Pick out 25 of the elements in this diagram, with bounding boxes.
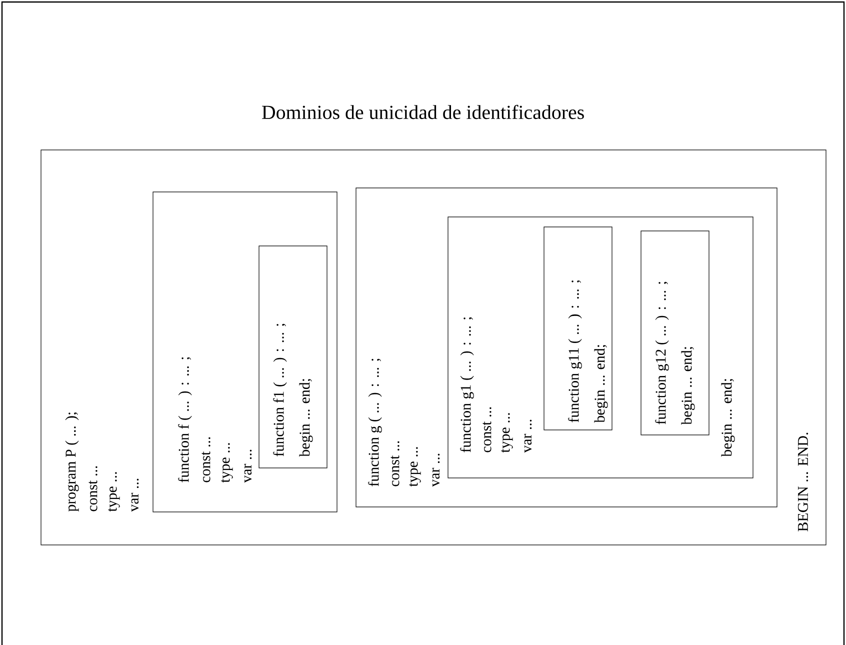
code-line: function f1 ( ... ) : ... ; <box>273 324 287 456</box>
code-line: begin ... end; <box>594 345 608 423</box>
code-line: begin ... end; <box>299 379 313 457</box>
title: Dominios de unicidad de identificadores <box>262 104 584 120</box>
code-line: function g1 ( ... ) : ... ; <box>460 317 474 452</box>
code-line: begin ... end; <box>721 379 735 457</box>
code-line: const ... <box>482 407 492 452</box>
code-line: function f ( ... ) : ... ; <box>178 357 192 482</box>
code-line: type ... <box>409 447 421 487</box>
code-line: var ... <box>244 450 252 483</box>
code-line: var ... <box>131 478 139 512</box>
code-line: var ... <box>432 454 440 487</box>
code-line: const ... <box>88 466 98 512</box>
code-line: begin ... end; <box>681 347 695 425</box>
code-line: const ... <box>202 437 210 482</box>
code-line: program P ( ... ); <box>65 412 79 512</box>
code-line: type ... <box>501 413 513 453</box>
code-line: const ... <box>390 441 400 486</box>
code-line: var ... <box>524 420 532 453</box>
code-line: function g12 ( ... ) : ... ; <box>655 282 669 424</box>
code-line: type ... <box>221 443 233 483</box>
code-line: function g ( ... ) : ... ; <box>368 358 382 486</box>
code-line: BEGIN ... END. <box>798 432 808 532</box>
code-line: type ... <box>108 472 120 512</box>
code-line: function g11 ( ... ) : ... ; <box>568 280 582 422</box>
